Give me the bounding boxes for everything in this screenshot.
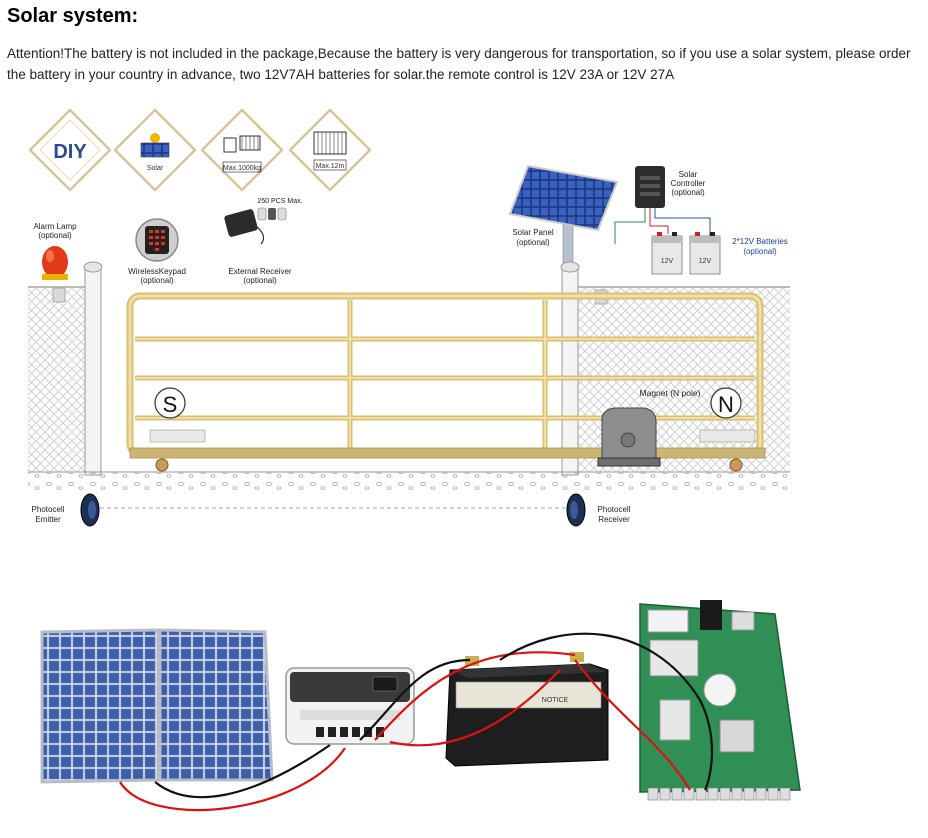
external-receiver: 250 PCS Max. External Receiver (optional… [224, 198, 303, 285]
sun-icon [150, 133, 160, 143]
sliding-gate [126, 292, 766, 472]
svg-text:(optional): (optional) [140, 276, 174, 285]
svg-text:250 PCS Max.: 250 PCS Max. [257, 198, 302, 205]
svg-text:Receiver: Receiver [598, 515, 630, 524]
solar-badge: Solar [113, 108, 197, 192]
magnet-label: Magnet (N pole) [640, 388, 701, 398]
svg-text:Photocell: Photocell [598, 505, 631, 514]
page-title: Solar system: [7, 5, 139, 27]
svg-text:External Receiver: External Receiver [228, 267, 291, 276]
svg-text:12V: 12V [699, 258, 712, 265]
weight-badge: Max.1000kg [200, 108, 284, 192]
charge-controller-photo [285, 667, 415, 745]
solar-controller: Solar Controller (optional) [614, 166, 711, 244]
svg-text:Solar: Solar [147, 165, 164, 172]
attention-note: Attention!The battery is not included in… [7, 46, 911, 82]
control-board-photo [639, 600, 801, 801]
wireless-keypad: WirelessKeypad (optional) [128, 218, 186, 285]
wiring [119, 632, 713, 812]
svg-text:Photocell: Photocell [32, 505, 65, 514]
photocell-emitter: Photocell Emitter [32, 493, 100, 527]
svg-text:Max.1000kg: Max.1000kg [223, 165, 261, 172]
batteries: 12V 12V 2*12V Batteries (optional) [651, 232, 788, 275]
solar-panels-photo [40, 628, 274, 784]
pole-n-marker: N [710, 387, 742, 419]
svg-text:(optional): (optional) [743, 247, 777, 256]
svg-text:(optional): (optional) [38, 231, 72, 240]
svg-text:12V: 12V [661, 258, 674, 265]
svg-text:(optional): (optional) [516, 238, 550, 247]
photocell-receiver: Photocell Receiver [566, 493, 631, 527]
svg-text:Controller: Controller [671, 179, 706, 188]
svg-text:Solar: Solar [679, 170, 698, 179]
diy-badge: DIY [28, 108, 112, 192]
alarm-lamp: Alarm Lamp (optional) [33, 222, 77, 280]
solar-panel-icon [140, 142, 170, 158]
pole-s-marker: S [154, 387, 186, 419]
svg-text:Emitter: Emitter [35, 515, 61, 524]
svg-text:NOTICE: NOTICE [542, 697, 569, 704]
svg-text:S: S [163, 392, 178, 417]
svg-text:N: N [718, 392, 734, 417]
svg-text:WirelessKeypad: WirelessKeypad [128, 267, 186, 276]
svg-text:Alarm Lamp: Alarm Lamp [33, 222, 77, 231]
gate-motor [597, 407, 661, 467]
ground [28, 471, 790, 509]
svg-text:2*12V Batteries: 2*12V Batteries [732, 237, 788, 246]
svg-text:Solar Panel: Solar Panel [512, 228, 554, 237]
battery-photo: NOTICE [445, 652, 609, 767]
solar-panel-unit: Solar Panel (optional) [508, 164, 619, 268]
svg-text:(optional): (optional) [671, 188, 705, 197]
diy-label: DIY [53, 141, 87, 163]
svg-text:(optional): (optional) [243, 276, 277, 285]
svg-text:Max.12m: Max.12m [316, 163, 345, 170]
weight-icon [223, 137, 237, 153]
length-badge: Max.12m [288, 108, 372, 192]
